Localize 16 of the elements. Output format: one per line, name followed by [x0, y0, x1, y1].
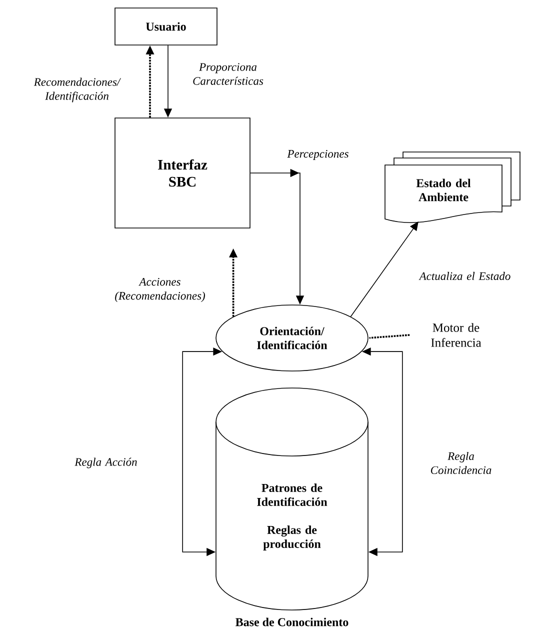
process-box: Usuario — [114, 8, 218, 46]
database-cylinder: Patrones de Identificación Reglas de producción — [216, 388, 368, 610]
edge-label: Recomendaciones/ Identificación — [34, 78, 121, 102]
edge-label: Percepciones — [287, 150, 348, 160]
node-label: Patrones de Identificación — [257, 484, 328, 506]
edge-label: Regla Coincidencia — [430, 452, 492, 474]
edge-label: Actualiza el Estado — [418, 272, 510, 280]
leader-line — [369, 334, 410, 339]
document-stack: Estado del Ambiente — [384, 152, 520, 223]
process-box: Interfaz SBC — [114, 118, 250, 228]
edge-label: Regla Acción — [74, 458, 137, 468]
node-label: Base de Conocimiento — [236, 618, 348, 626]
edge-label: Proporciona Características — [193, 63, 264, 85]
annotation-text: Motor de Inferencia — [431, 323, 482, 347]
edge-label: Acciones (Recomendaciones) — [115, 278, 205, 302]
node-label: Reglas de producción — [263, 526, 321, 550]
